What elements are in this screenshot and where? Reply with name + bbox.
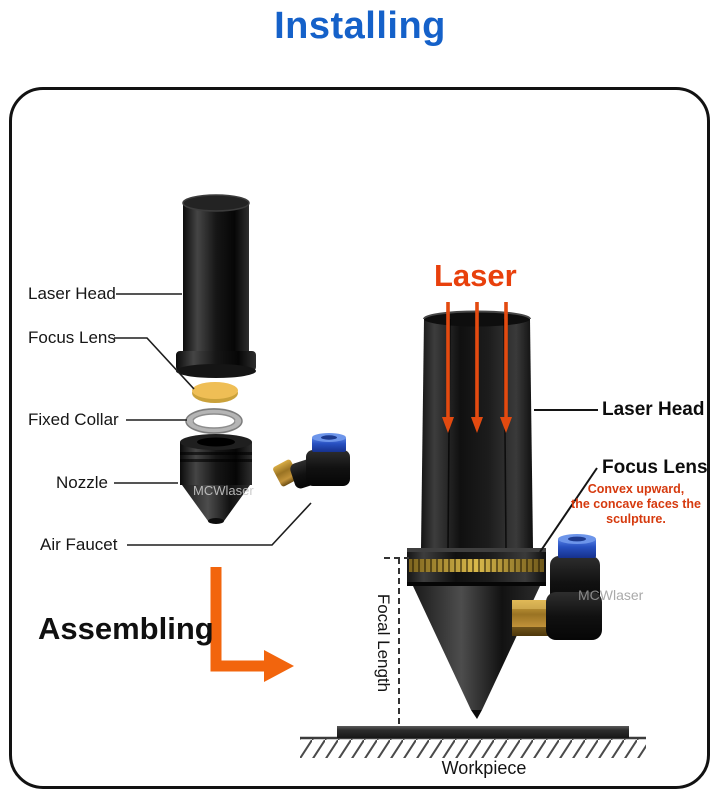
focus-lens-note-line1: Convex upward,	[587, 482, 685, 496]
diagram-frame	[9, 87, 710, 789]
focal-length-dashed-lines	[384, 557, 409, 727]
page-title: Installing	[274, 5, 446, 47]
workpiece-graphic	[300, 726, 646, 758]
focus-lens-note: Convex upward, the concave faces the scu…	[562, 482, 710, 527]
focus-lens-note-line3: sculpture.	[606, 512, 666, 526]
label-fixed-collar: Fixed Collar	[28, 410, 119, 429]
assembled-nozzle-cone-graphic	[413, 586, 540, 719]
focus-lens-note-line2: the concave faces the	[571, 497, 701, 511]
exploded-laser-head-graphic	[176, 194, 256, 378]
exploded-leader-lines	[114, 293, 312, 546]
focal-length-label: Focal Length	[374, 593, 393, 693]
watermark-right: MCWlaser	[578, 587, 644, 603]
assembled-air-faucet-graphic	[512, 534, 602, 640]
label-air-faucet: Air Faucet	[40, 535, 118, 554]
exploded-focus-lens-graphic	[192, 382, 238, 403]
laser-beam-arrows	[442, 302, 512, 433]
laser-beam-label: Laser	[434, 258, 517, 293]
label-focus-lens-assembled: Focus Lens	[602, 457, 708, 478]
exploded-view	[114, 194, 350, 546]
workpiece-label: Workpiece	[441, 758, 527, 778]
assembled-focus-ring-collar-graphic	[407, 548, 546, 586]
label-focus-lens: Focus Lens	[28, 328, 116, 347]
label-laser-head-assembled: Laser Head	[602, 399, 705, 420]
exploded-air-faucet-graphic	[273, 433, 350, 489]
label-nozzle: Nozzle	[56, 473, 108, 492]
label-laser-head: Laser Head	[28, 284, 116, 303]
exploded-nozzle-graphic	[180, 434, 252, 524]
exploded-fixed-collar-graphic	[185, 408, 243, 434]
assembled-view	[300, 302, 646, 758]
assembled-leader-lines	[534, 409, 598, 553]
assembling-arrow	[210, 567, 294, 682]
assembling-label: Assembling	[38, 611, 214, 646]
watermark-left: MCWlaser	[193, 483, 254, 498]
